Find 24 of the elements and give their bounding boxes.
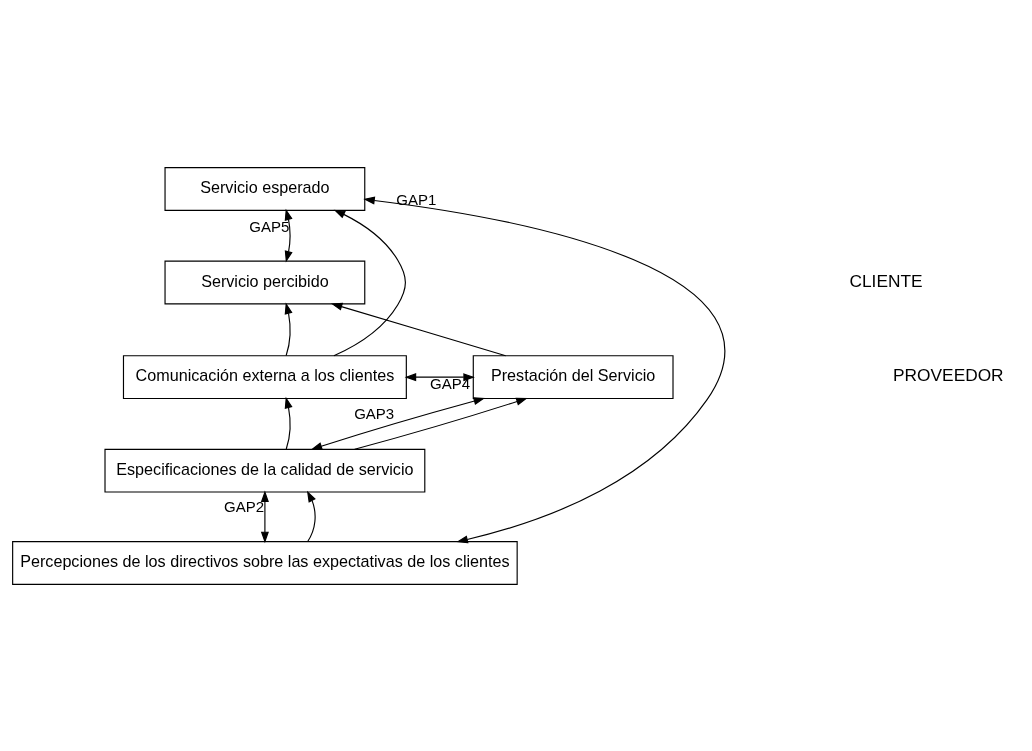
edge-label: GAP5 xyxy=(249,217,290,235)
arrow xyxy=(284,208,293,262)
edge-label: GAP4 xyxy=(430,374,471,392)
node-box: Servicio percibido xyxy=(164,260,366,304)
arrow xyxy=(354,397,528,450)
node-box: Especificaciones de la calidad de servicio xyxy=(104,448,426,493)
arrow xyxy=(363,196,725,543)
label: CLIENTE xyxy=(849,270,923,291)
edge-label: GAP2 xyxy=(224,497,265,515)
node-box: Comunicación externa a los clientes xyxy=(122,354,407,399)
arrow xyxy=(333,209,406,356)
edge-label: GAP3 xyxy=(354,404,395,422)
arrow xyxy=(330,302,507,356)
arrow xyxy=(310,396,486,450)
arrow xyxy=(306,490,316,542)
arrow xyxy=(404,372,475,381)
node-box: Servicio esperado xyxy=(164,166,366,211)
label: PROVEEDOR xyxy=(893,364,1004,385)
arrow xyxy=(284,301,293,356)
arrow xyxy=(260,490,269,543)
node-box: Percepciones de los directivos sobre las expectativas de los clientes xyxy=(12,540,518,585)
node-box: Prestación del Servicio xyxy=(472,354,674,399)
edge-label: GAP1 xyxy=(396,190,437,208)
arrow xyxy=(284,396,293,450)
